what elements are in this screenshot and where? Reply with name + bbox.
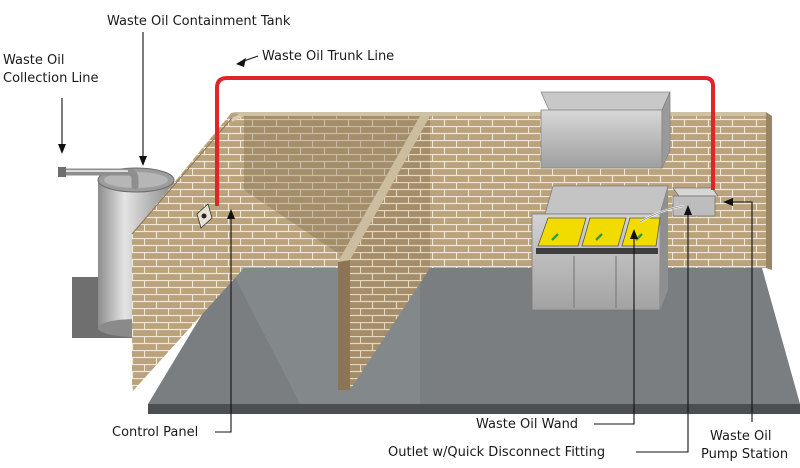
fryer-vat-2: [581, 217, 627, 247]
label-pump-station-1: Waste Oil: [710, 429, 771, 444]
leader-lines: [58, 32, 753, 453]
exhaust-hood: [540, 91, 671, 169]
label-collection-line-2: Collection Line: [3, 71, 99, 86]
partition-wall: [338, 116, 430, 390]
waste-oil-trunk-line: [215, 76, 715, 206]
pump-station: [672, 187, 719, 217]
label-waste-oil-wand: Waste Oil Wand: [476, 417, 578, 432]
label-containment-tank: Waste Oil Containment Tank: [107, 14, 291, 29]
collection-line-pipe: [58, 167, 139, 190]
fryer-bank: [531, 185, 669, 311]
label-pump-station-2: Pump Station: [701, 447, 788, 462]
label-control-panel: Control Panel: [112, 425, 198, 440]
fryer-vat-1: [537, 217, 587, 247]
control-panel: [196, 203, 213, 229]
label-trunk-line: Waste Oil Trunk Line: [262, 49, 394, 64]
label-collection-line-1: Waste Oil: [3, 53, 64, 68]
right-end-wall: [766, 112, 772, 270]
floor-slab: [148, 268, 800, 414]
label-outlet: Outlet w/Quick Disconnect Fitting: [388, 445, 605, 460]
